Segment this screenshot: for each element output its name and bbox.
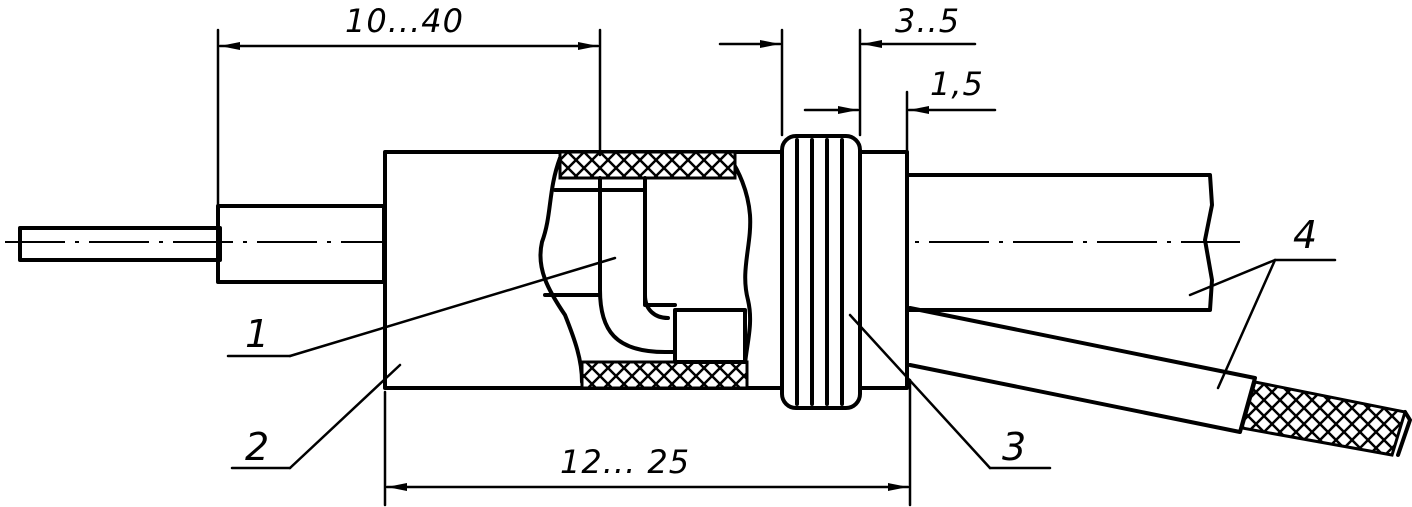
dimension-thread-width: 3..5: [718, 2, 977, 137]
dim-thread-width-text: 3..5: [895, 2, 960, 40]
cable-outer-sheath: [903, 173, 1214, 312]
braid-ring-top: [558, 150, 737, 180]
dimension-body-length: 12... 25: [383, 378, 912, 507]
bent-conductor-inner: [643, 176, 670, 320]
threaded-section: [780, 134, 862, 410]
leader-part-4: 4: [1188, 213, 1337, 390]
leader-part-2: 2: [230, 363, 402, 470]
part-2-label: 2: [245, 425, 269, 469]
dimension-strip-length: 10...40: [216, 2, 602, 207]
part-4-label: 4: [1293, 213, 1317, 257]
part-1-label: 1: [245, 312, 269, 356]
leader-part-1: 1: [226, 256, 617, 358]
bent-conductor: [598, 176, 677, 354]
coax-braid: [1240, 380, 1407, 457]
conductor-block: [673, 308, 747, 364]
center-conductor: [18, 226, 222, 262]
dim-strip-length-text: 10...40: [345, 2, 464, 40]
coax-core: [1396, 410, 1412, 457]
dimension-gap: 1,5: [803, 65, 997, 152]
dim-body-length-text: 12... 25: [560, 443, 690, 481]
part-3-label: 3: [1002, 425, 1026, 469]
leader-part-3: 3: [848, 313, 1052, 470]
dim-gap-text: 1,5: [930, 65, 984, 103]
braid-ring-bottom: [580, 360, 749, 390]
cable-insulation: [216, 204, 386, 284]
coax-cable: [908, 306, 1257, 434]
